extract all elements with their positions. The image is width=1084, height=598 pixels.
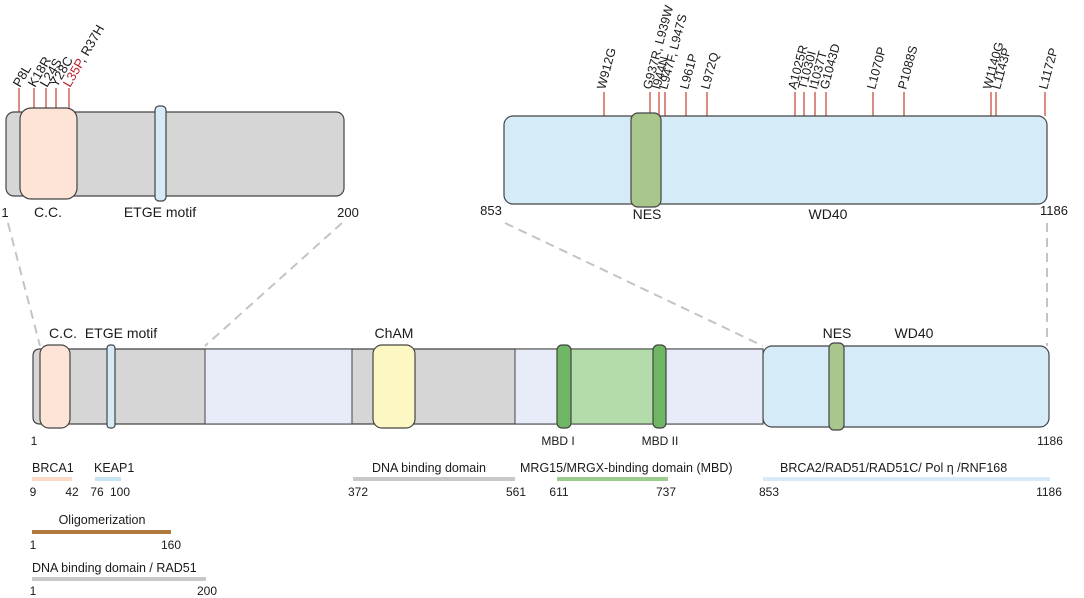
main-cham-domain (372, 344, 416, 429)
dna-binding-end: 561 (506, 485, 526, 499)
oligo-start: 1 (30, 538, 37, 552)
main-wd40-label: WD40 (895, 325, 934, 341)
left-protein-bar (5, 111, 345, 197)
mutation-label: W912G (594, 46, 618, 91)
left-etge-label: ETGE motif (124, 204, 196, 220)
main-mbd1-motif (556, 344, 572, 429)
mutation-label: L1070P (864, 46, 889, 91)
keap1-label: KEAP1 (94, 461, 134, 475)
main-cham-label: ChAM (375, 325, 414, 341)
brca2-binding-label: BRCA2/RAD51/RAD51C/ Pol η /RNF168 (780, 461, 1007, 475)
brca1-label: BRCA1 (32, 461, 74, 475)
main-protein: C.C. ETGE motif ChAM NES WD40 1 MBD I MB… (31, 325, 1064, 448)
mutation-label: P1088S (895, 44, 920, 91)
main-mbd2-motif (652, 344, 667, 429)
dna-rad51-start: 1 (30, 584, 37, 598)
left-cc-label: C.C. (34, 204, 62, 220)
oligo-bar (32, 530, 171, 534)
dna-binding-label: DNA binding domain (372, 461, 486, 475)
left-etge-motif (154, 105, 167, 202)
mutation-label: L961P (677, 52, 700, 91)
main-end-label: 1186 (1037, 434, 1063, 448)
brca2-binding-start: 853 (759, 485, 779, 499)
mutation-label: L972Q (698, 51, 721, 91)
main-wd40-domain (762, 345, 1050, 428)
right-mutation-lines (603, 92, 1046, 116)
left-connector-end (204, 222, 343, 347)
right-end-label: 1186 (1040, 203, 1068, 218)
right-start-label: 853 (480, 203, 502, 218)
dna-rad51-bar (32, 577, 206, 581)
brca1-start: 9 (30, 485, 37, 499)
right-nes-label: NES (633, 206, 662, 222)
brca1-end: 42 (65, 485, 79, 499)
left-cc-domain (19, 107, 78, 200)
binding-regions: BRCA1 9 42 KEAP1 76 100 DNA binding doma… (30, 461, 1063, 598)
main-etge-motif (106, 344, 116, 429)
brca2-binding-end: 1186 (1036, 485, 1062, 499)
oligo-label: Oligomerization (59, 513, 146, 527)
mrg-binding-label: MRG15/MRGX-binding domain (MBD) (520, 461, 733, 475)
main-cc-label: C.C. (49, 325, 77, 341)
dna-binding-start: 372 (348, 485, 368, 499)
zoom-connectors (7, 222, 1048, 347)
left-start-label: 1 (1, 205, 8, 220)
dna-binding-bar (353, 477, 515, 481)
brca2-binding-bar (763, 477, 1050, 481)
keap1-start: 76 (90, 485, 104, 499)
dna-rad51-label: DNA binding domain / RAD51 (32, 561, 197, 575)
main-nes-label: NES (823, 325, 852, 341)
oligo-end: 160 (161, 538, 181, 552)
right-nes-domain (630, 112, 662, 208)
right-wd40-label: WD40 (809, 206, 848, 222)
main-start-label: 1 (31, 434, 38, 448)
right-panel: W912G G937R, L939W I944N L947F, L947S L9… (480, 4, 1068, 222)
main-lavender-region-1 (204, 348, 353, 425)
keap1-end: 100 (110, 485, 130, 499)
main-cc-domain (39, 344, 71, 429)
brca1-bar (32, 477, 72, 481)
mutation-label-highlight: L35P, R37H (60, 22, 108, 89)
dna-rad51-end: 200 (197, 584, 217, 598)
right-connector-start (504, 222, 764, 347)
main-nes-motif (828, 342, 845, 431)
left-panel: P8L K18R L24S Y28C L35P, R37H 1 C.C. ETG… (1, 22, 358, 220)
left-end-label: 200 (337, 205, 359, 220)
mrg-binding-start: 611 (549, 485, 568, 499)
mrg-binding-bar (557, 477, 668, 481)
keap1-bar (95, 477, 121, 481)
left-connector-start (7, 222, 41, 347)
main-mbd2-label: MBD II (642, 434, 679, 448)
mutation-rest-part: , R37H (74, 22, 107, 65)
main-mbd-region (560, 348, 666, 425)
main-etge-label: ETGE motif (85, 325, 157, 341)
right-protein-bar (503, 115, 1048, 205)
mutation-label: L1172P (1036, 46, 1060, 90)
main-mbd1-label: MBD I (541, 434, 574, 448)
mrg-binding-end: 737 (656, 485, 676, 499)
